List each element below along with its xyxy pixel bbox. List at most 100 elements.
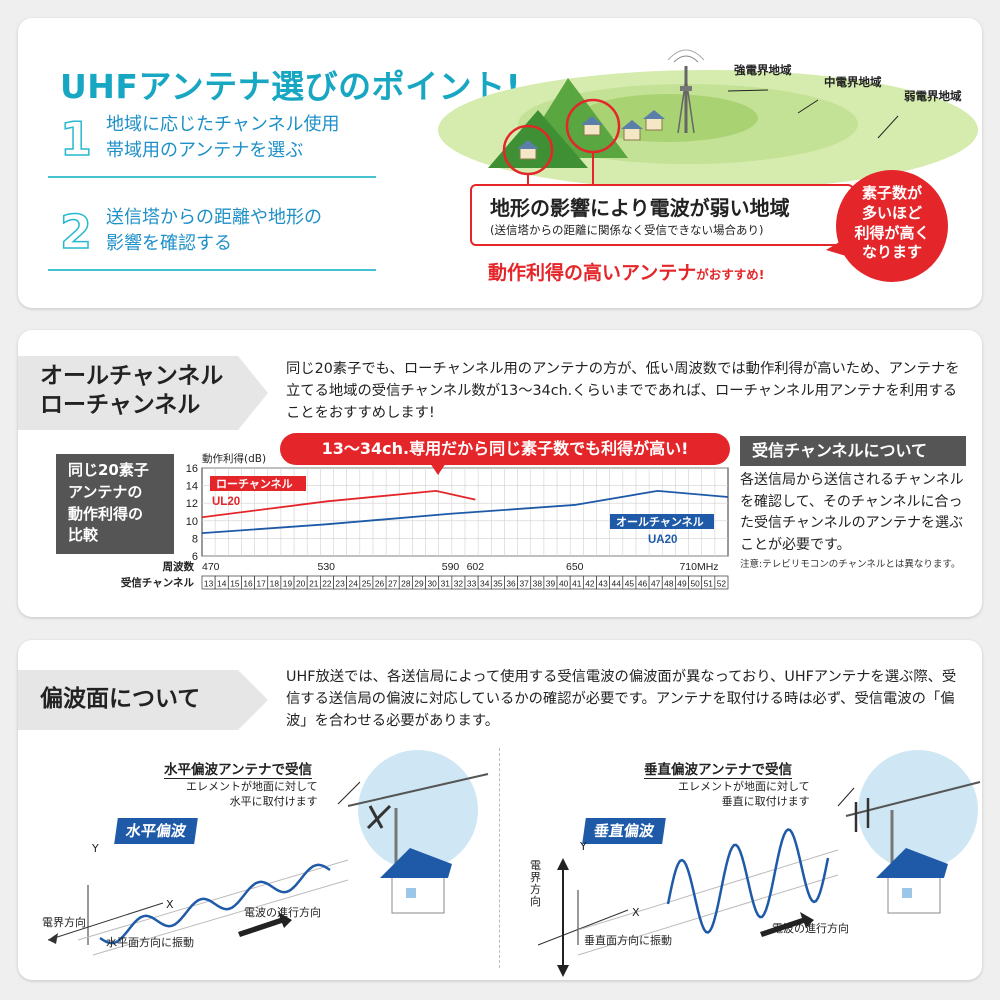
point-1: 1 地域に応じたチャンネル使用 帯域用のアンテナを選ぶ (48, 110, 376, 190)
channel-label: 37 (520, 579, 530, 589)
axis-x-label: X (632, 906, 640, 919)
channel-label: 34 (480, 579, 490, 589)
series-line-all (201, 489, 729, 535)
info-note: 注意:テレビリモコンのチャンネルとは異なります。 (740, 559, 961, 570)
legend-all-label: オールチャンネル (616, 516, 704, 529)
transmission-tower-icon (667, 49, 705, 134)
sky-circle (358, 750, 478, 870)
y-tick-label: 14 (186, 481, 198, 493)
channel-label: 39 (546, 579, 556, 589)
y-tick-label: 6 (192, 551, 198, 563)
weak-area-note: (送信塔からの距離に関係なく受信できない場合あり) (490, 223, 764, 237)
channel-comparison-card: オールチャンネル ローチャンネル 同じ20素子でも、ローチャンネル用のアンテナの… (18, 330, 982, 617)
x-tick-label: 470 (202, 561, 220, 573)
channel-label: 35 (493, 579, 503, 589)
channel-label: 31 (441, 579, 451, 589)
travel-arrow-icon (238, 912, 292, 937)
divider (48, 269, 376, 271)
section-header: オールチャンネル ローチャンネル (18, 356, 268, 430)
x-tick-label: 590 (442, 561, 460, 573)
legend-all-box (610, 514, 714, 529)
channel-label: 48 (664, 579, 674, 589)
house-icon (643, 110, 665, 131)
point-text: 送信塔からの距離や地形の 影響を確認する (106, 205, 322, 257)
vertical-note: エレメントが地面に対して 垂直に取付けます (678, 780, 810, 808)
channel-label: 50 (690, 579, 700, 589)
vibration-label: 垂直面方向に振動 (584, 934, 672, 947)
channel-label: 14 (217, 579, 227, 589)
medium-zone-label: 中電界地域 (824, 75, 882, 89)
point-text: 地域に応じたチャンネル使用 帯域用のアンテナを選ぶ (106, 112, 339, 164)
channel-axis-label: 受信チャンネル (121, 576, 195, 589)
banner-tail (430, 463, 446, 475)
field-direction-label: 電界方向 (42, 916, 86, 929)
channel-label: 41 (572, 579, 582, 589)
channel-label: 21 (309, 579, 319, 589)
weak-area-callout: 地形の影響により電波が弱い地域 (送信塔からの距離に関係なく受信できない場合あり… (470, 184, 854, 246)
polarization-card: 偏波面について UHF放送では、各送信局によって使用する受信電波の偏波面が異なっ… (18, 640, 982, 980)
point-text-line: 送信塔からの距離や地形の (106, 207, 322, 228)
channel-label: 36 (506, 579, 516, 589)
field-strength-illustration (438, 49, 978, 196)
axis-y-label: Y (580, 840, 587, 853)
channel-label: 27 (388, 579, 398, 589)
x-axis-label: 周波数 (163, 560, 195, 573)
y-tick-label: 10 (186, 516, 198, 528)
point-text-line: 影響を確認する (106, 233, 232, 255)
x-tick-label: 650 (566, 561, 584, 573)
travel-direction-label: 電波の進行方向 (772, 922, 849, 935)
section-intro: 同じ20素子でも、ローチャンネル用のアンテナの方が、低い周波数では動作利得が高い… (286, 361, 960, 422)
strong-zone-label: 強電界地域 (734, 63, 792, 77)
house-icon (517, 140, 539, 160)
channel-cell (714, 575, 729, 590)
section-title: オールチャンネル ローチャンネル (40, 363, 224, 418)
page-title: UHFアンテナ選びのポイント! (60, 67, 522, 106)
mountain-icon (488, 110, 588, 168)
section-title: 偏波面について (40, 686, 201, 712)
vertical-wave (666, 828, 830, 934)
channel-label: 23 (335, 579, 345, 589)
series-line-low (201, 489, 476, 519)
axis-y-label: Y (92, 842, 99, 855)
x-tick-label: 602 (467, 561, 485, 573)
channel-label: 43 (598, 579, 608, 589)
legend-low-box (210, 476, 306, 491)
vibration-label: 水平面方向に振動 (106, 936, 194, 949)
channel-label: 44 (612, 579, 622, 589)
x-tick-label: 710MHz (679, 561, 718, 573)
channel-label: 51 (704, 579, 714, 589)
channel-label: 40 (559, 579, 569, 589)
field-direction-label: 電界方向 (530, 859, 541, 909)
house-icon (621, 120, 643, 141)
horizontal-note: エレメントが地面に対して 水平に取付けます (186, 780, 318, 808)
channel-label: 24 (349, 579, 359, 589)
vertical-tag: 垂直偏波 (582, 818, 666, 844)
weak-area-title: 地形の影響により電波が弱い地域 (490, 196, 790, 220)
strong-field-zone (578, 94, 758, 142)
point-2: 2 送信塔からの距離や地形の 影響を確認する (48, 203, 376, 283)
legend-all-model: UA20 (648, 534, 677, 546)
point-text-line: 地域に応じたチャンネル使用 (106, 114, 340, 135)
gain-bubble: 素子数が 多いほど 利得が高く なります (836, 170, 948, 282)
channel-label: 17 (257, 579, 267, 589)
y-tick-label: 12 (186, 498, 198, 510)
house-icon (876, 848, 948, 914)
info-heading: 受信チャンネルについて (740, 436, 966, 466)
sky-circle (858, 750, 978, 870)
channel-label: 46 (638, 579, 648, 589)
channel-label: 22 (322, 579, 332, 589)
point-number: 2 (59, 205, 93, 259)
channel-label: 42 (585, 579, 595, 589)
channel-label: 15 (230, 579, 240, 589)
legend-low-model: UL20 (212, 496, 240, 508)
channel-label: 52 (717, 579, 727, 589)
channel-label: 29 (414, 579, 424, 589)
horizontal-wave (99, 863, 331, 945)
y-tick-label: 8 (192, 533, 198, 545)
channel-label: 26 (375, 579, 385, 589)
channel-label: 49 (677, 579, 687, 589)
divider (48, 176, 376, 178)
channel-label: 47 (651, 579, 661, 589)
gain-banner: 13〜34ch.専用だから同じ素子数でも利得が高い! (280, 433, 730, 465)
